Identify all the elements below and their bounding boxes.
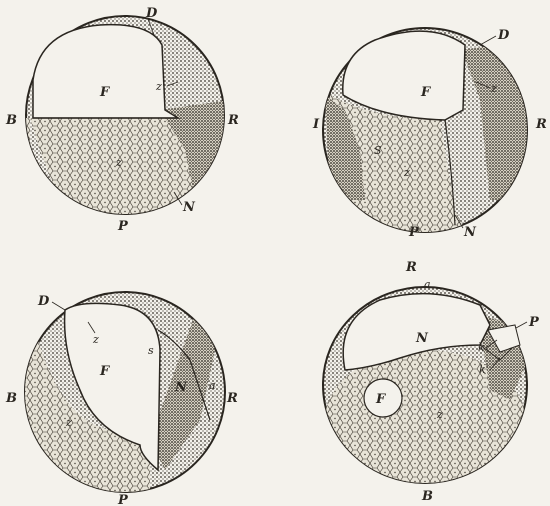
fig1-label-R: R bbox=[227, 113, 239, 128]
fig2-label-D: D bbox=[497, 28, 510, 43]
fig2-label-z-cavity: z bbox=[490, 82, 497, 95]
fig3-label-D: D bbox=[37, 294, 50, 309]
fig2-label-S: S bbox=[374, 144, 382, 157]
fig2-label-F: F bbox=[420, 85, 431, 100]
fig4-label-k: k bbox=[478, 341, 485, 354]
fig3-label-a: a bbox=[209, 379, 216, 392]
fig4-label-N: N bbox=[415, 331, 429, 346]
fig3-label-F: F bbox=[99, 364, 110, 379]
figure-4: R a P N k k' F z B bbox=[323, 260, 540, 504]
fig3-label-B: B bbox=[5, 391, 17, 406]
fig1-label-P: P bbox=[117, 219, 129, 234]
fig1-label-z-yolk: z bbox=[115, 156, 122, 169]
fig3-label-s: s bbox=[148, 344, 154, 357]
fig3-label-P: P bbox=[117, 493, 129, 506]
fig3-label-z-cavity: z bbox=[92, 333, 99, 346]
fig4-label-z: z bbox=[436, 408, 443, 421]
fig2-label-N: N bbox=[463, 225, 477, 240]
fig3-label-N: N bbox=[174, 380, 188, 395]
figure-3: D z s F N a B R z P bbox=[5, 292, 238, 506]
fig4-label-a: a bbox=[424, 278, 431, 291]
fig4-label-k-prime: k' bbox=[479, 363, 489, 376]
fig2-label-z-yolk: z bbox=[403, 166, 410, 179]
fig4-label-F: F bbox=[375, 392, 386, 407]
figure-2: D F z I R S z P N bbox=[312, 28, 547, 240]
fig1-label-z-cavity: z bbox=[155, 80, 162, 93]
fig1-label-B: B bbox=[5, 113, 17, 128]
fig4-label-B: B bbox=[421, 489, 433, 504]
fig1-label-D: D bbox=[145, 6, 158, 21]
fig2-label-I: I bbox=[312, 117, 320, 132]
fig2-label-P: P bbox=[408, 225, 420, 240]
fig4-label-R: R bbox=[405, 260, 417, 275]
fig4-label-P: P bbox=[528, 315, 540, 330]
fig3-label-R: R bbox=[226, 391, 238, 406]
fig1-label-F: F bbox=[99, 85, 110, 100]
fig1-cavity bbox=[33, 25, 178, 118]
figure-1: D F z B R z N P bbox=[5, 6, 239, 234]
fig2-label-R: R bbox=[535, 117, 547, 132]
fig1-label-N: N bbox=[182, 200, 196, 215]
fig3-label-z-yolk: z bbox=[65, 416, 72, 429]
